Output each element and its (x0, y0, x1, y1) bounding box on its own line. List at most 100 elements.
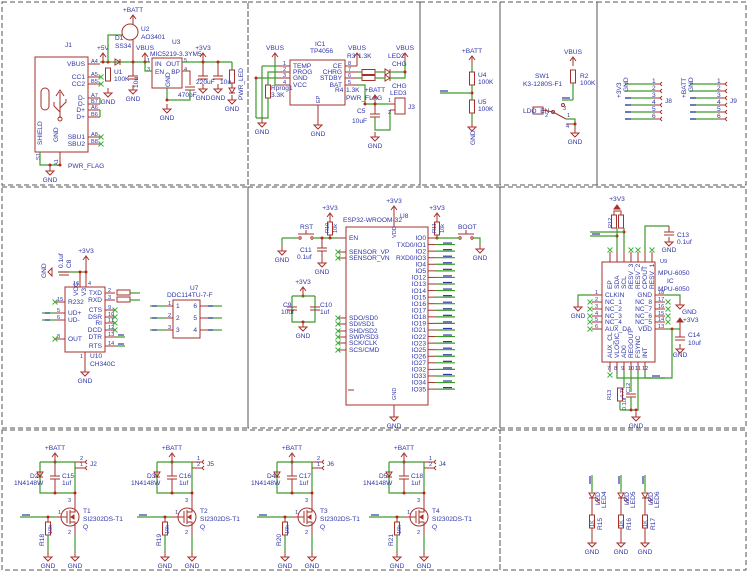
imu-pin: SDA (614, 275, 621, 289)
imu-pin: CLKIN (605, 292, 625, 299)
d1-value: SS34 (115, 43, 131, 50)
led-type: LED (648, 492, 655, 505)
gnd-label: GND (571, 313, 586, 320)
no-connect-icon (335, 321, 341, 327)
pin-number: 3 (595, 304, 598, 310)
pin-number: 5 (184, 58, 187, 64)
power-arrow-icon (326, 212, 334, 218)
light-arrow-icon (623, 496, 629, 504)
ic1-ep: EP (316, 95, 322, 103)
esp32-pin: IO18 (412, 314, 427, 321)
wire (267, 71, 278, 85)
esp32-pin: SCS/CMD (349, 347, 380, 354)
sheet-frame (596, 1, 747, 186)
sheet-frame (1, 186, 249, 429)
diode-ref: D3 (147, 473, 156, 480)
r13-value: 4.7k (620, 387, 626, 398)
imu-pin: NC_2 (605, 306, 622, 313)
pin-number: 1 (147, 58, 150, 64)
no-connect-icon (335, 255, 341, 261)
power-arrow-icon (353, 52, 361, 58)
junction-dot (402, 491, 406, 495)
gnd-label: GND (160, 115, 175, 122)
led-ref: LED5 (630, 491, 637, 508)
esp32-pin: SENSOR_VP (349, 249, 390, 256)
no-connect-icon (665, 319, 671, 325)
wire (357, 84, 390, 105)
imu-pin: AD0 (621, 345, 628, 358)
pin-number: 3 (283, 73, 286, 79)
power-label: +3V3 (429, 205, 445, 212)
no-connect-icon (52, 299, 58, 305)
gnd-label: GND (278, 563, 293, 570)
shield-pin: SHIELD (37, 121, 44, 145)
esp32-pin: IO17 (412, 307, 427, 314)
j1-pin-number: B8 (91, 139, 98, 145)
pin-number: 8 (348, 61, 351, 67)
esp32-pin: IO27 (412, 360, 427, 367)
pwr-flag: PWR_FLAG (68, 163, 104, 170)
esp32-pin: IO4 (415, 261, 426, 268)
c14-value: 10uf (688, 340, 701, 347)
u10-pin: RTS (89, 343, 103, 350)
imu-pin: NC_1 (605, 299, 622, 306)
mosfet-q: Q (320, 524, 325, 531)
junction-dot (170, 491, 174, 495)
no-connect-icon (587, 299, 593, 305)
power-label: VBUS (564, 49, 583, 56)
u10-pin: V3 (81, 288, 88, 296)
r3-value: 1.3K (358, 53, 372, 60)
header-net: +BATT (681, 78, 688, 98)
gnd-label: GND (368, 143, 383, 150)
ground-icon (69, 556, 81, 562)
gnd-label: GND (387, 423, 402, 430)
mosfet-arrow-icon (187, 514, 192, 520)
usb-symbol-icon (53, 89, 67, 118)
junction-dot (573, 122, 577, 126)
imu-pin: NC_8 (635, 299, 652, 306)
u10-pin: OUT (68, 336, 82, 343)
connector-pin-icon (201, 465, 205, 471)
gnd-label: GND (682, 309, 697, 316)
pin-number: 6 (595, 324, 598, 330)
no-connect-icon (98, 74, 104, 80)
pin-number: 6 (193, 303, 197, 310)
pin-line (182, 70, 191, 85)
pin-line (187, 508, 193, 513)
gnd-label: GND (315, 269, 330, 276)
j1-pin-name: VBUS (67, 61, 86, 68)
imu-pin: GND (637, 292, 652, 299)
u9-ref: U9 (660, 259, 667, 265)
mosfet-arrow-icon (307, 514, 312, 520)
pin-number: 1 (595, 290, 598, 296)
sw1-value: K3-1280S-F1 (523, 81, 563, 88)
gnd-label: GND (43, 177, 58, 184)
diode-ref: D5 (379, 473, 388, 480)
pin-line (307, 508, 313, 513)
power-label: +BATT (365, 87, 385, 94)
no-connect-icon (665, 313, 671, 319)
power-label: VBUS (396, 45, 415, 52)
j3-ref: J3 (408, 104, 415, 111)
esp32-pin: IO35 (412, 386, 427, 393)
connector-ref: J4 (439, 461, 446, 468)
resistor-value: 10k (165, 525, 171, 534)
header-net: GND (688, 77, 695, 92)
pin-number: 4 (88, 281, 91, 287)
diode-value: 1N4148W (251, 480, 281, 487)
no-connect-icon (98, 141, 104, 147)
imu-pin: NC_4 (605, 319, 622, 326)
pin-number: 2 (305, 530, 308, 536)
cap-ref: C18 (411, 473, 423, 480)
cap-value: 1uf (62, 480, 71, 487)
r2-ref: R2 (580, 73, 589, 80)
pin-number: 2 (545, 113, 548, 119)
diode-icon (588, 492, 596, 499)
mosfet-ref: T2 (200, 508, 208, 515)
esp32-pin: SHD/SD2 (349, 328, 378, 335)
c-in-value: 10u (133, 77, 140, 88)
junction-dot (48, 163, 52, 167)
pin-line (70, 508, 76, 513)
diode-icon (385, 471, 393, 478)
